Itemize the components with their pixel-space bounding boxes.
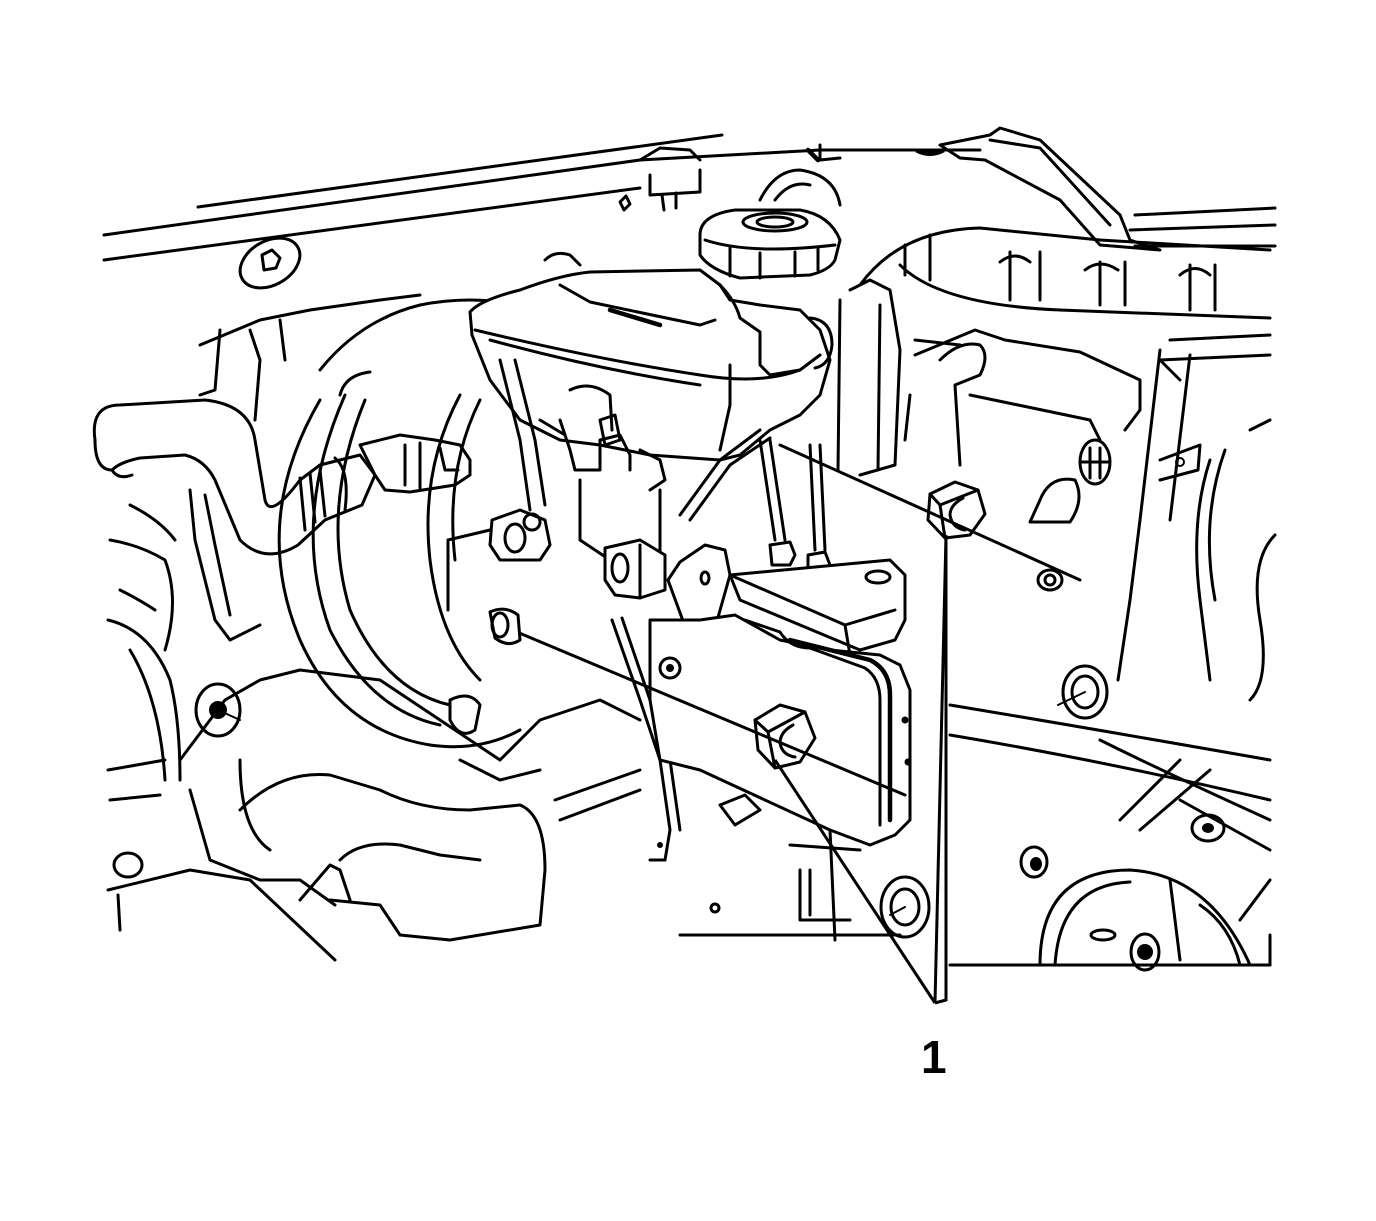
callout-1-leaders [773,534,948,1005]
cowl-panel [102,133,982,290]
master-cylinder-body [446,358,667,612]
lower-structure [106,703,1272,967]
stud-axis-lines [488,443,1082,797]
callout-label-1: 1 [921,1031,947,1083]
left-body-structure [106,293,422,802]
master-cylinder-reservoir [468,168,842,462]
upper-right-bracket [915,126,1277,252]
support-column [836,278,962,477]
heater-hose [92,398,472,556]
hex-nut-upper [926,480,987,540]
air-intake-housing [858,226,1272,362]
lower-left-duct [178,668,642,942]
right-mounting-panel [913,328,1277,702]
